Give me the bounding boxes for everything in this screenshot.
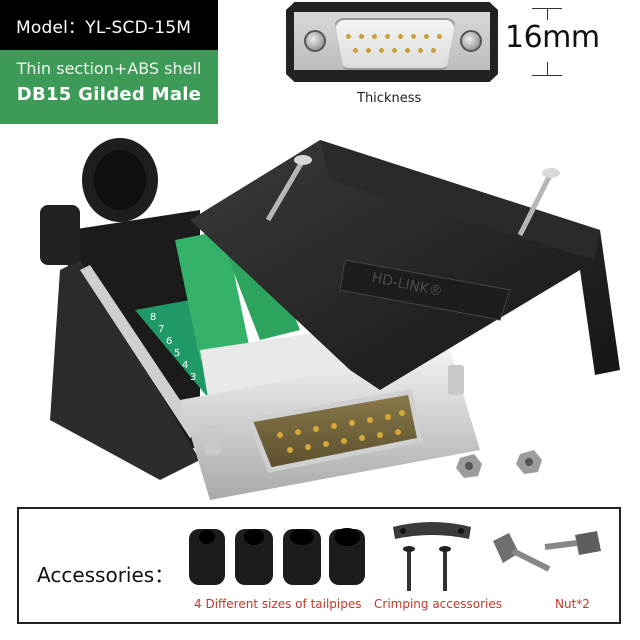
- connector-front-view: [286, 2, 498, 82]
- pin-row-top: [346, 34, 442, 39]
- svg-text:5: 5: [174, 348, 180, 359]
- crimping-clamp-icon: [393, 522, 471, 591]
- svg-text:6: 6: [166, 336, 172, 347]
- nut-caption: Nut*2: [555, 597, 590, 611]
- svg-text:3: 3: [190, 372, 196, 383]
- crimping-caption: Crimping accessories: [374, 597, 503, 611]
- model-banner: Model：YL-SCD-15M: [0, 0, 218, 50]
- product-type: DB15 Gilded Male: [16, 84, 202, 105]
- hex-standoff-nuts-icon: [493, 531, 601, 572]
- screw-hole-icon: [304, 30, 326, 52]
- model-label: Model：YL-SCD-15M: [16, 17, 192, 38]
- feature-banner: Thin section+ABS shell DB15 Gilded Male: [0, 50, 218, 124]
- accessories-title: Accessories：: [37, 563, 175, 587]
- tailpipes-caption: 4 Different sizes of tailpipes: [194, 597, 362, 611]
- tailpipe-grommets-icon: [189, 528, 365, 585]
- feature-line: Thin section+ABS shell: [16, 59, 202, 78]
- svg-text:7: 7: [158, 324, 164, 335]
- accessories-panel: Accessories： 4 Different sizes of tailpi…: [17, 507, 621, 624]
- dimension-marker: [532, 8, 562, 76]
- screw-hole-icon: [460, 30, 482, 52]
- db15-connector-illustration: 8 7 6 5 4 3 HD-LINK®: [40, 138, 620, 500]
- d-sub-face: [334, 18, 456, 70]
- thickness-value: 16mm: [503, 20, 602, 55]
- svg-text:8: 8: [150, 312, 156, 323]
- svg-text:4: 4: [182, 360, 188, 371]
- thickness-label: Thickness: [357, 91, 422, 106]
- pin-row-bottom: [353, 48, 436, 53]
